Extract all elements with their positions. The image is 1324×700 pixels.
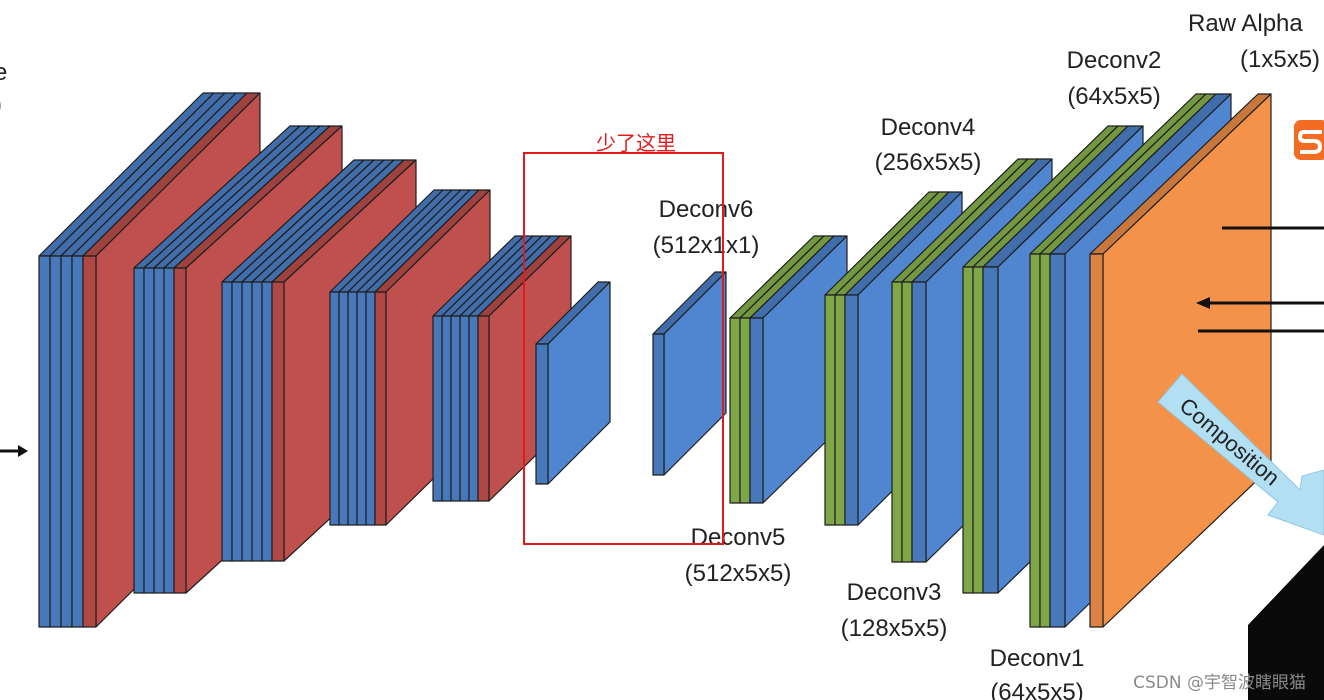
- output-block: [1248, 545, 1324, 700]
- deconv5-label: Deconv5: [691, 524, 786, 551]
- annotation-box: [523, 152, 724, 545]
- left-edge-label-line2: ): [0, 91, 2, 118]
- deconv2-label: Deconv2: [1067, 47, 1162, 74]
- left-edge-label-line1: e: [0, 59, 7, 86]
- deconv6-layer-conv-slab-1: [652, 271, 727, 476]
- deconv5-dims: (512x5x5): [685, 560, 792, 587]
- deconv1-dims: (64x5x5): [990, 679, 1083, 700]
- watermark: CSDN @宇智波瞎眼猫: [1133, 673, 1306, 693]
- raw-alpha-label: Raw Alpha: [1188, 10, 1303, 37]
- deconv4-label: Deconv4: [881, 114, 976, 141]
- deconv6-label: Deconv6: [659, 196, 754, 223]
- deconv3-label: Deconv3: [847, 579, 942, 606]
- deconv4-dims: (256x5x5): [875, 149, 982, 176]
- network-layers: [38, 92, 1272, 628]
- deconv6-dims: (512x1x1): [653, 232, 760, 259]
- annotation-note: 少了这里: [596, 131, 676, 155]
- deconv2-dims: (64x5x5): [1067, 83, 1160, 110]
- input-arrow: [0, 445, 28, 457]
- deconv3-dims: (128x5x5): [841, 615, 948, 642]
- right-arrows: [1196, 226, 1324, 333]
- missing-fc-layer-conv-slab-1: [535, 281, 611, 485]
- logo-fragment-icon: [1294, 120, 1324, 160]
- deconv1-label: Deconv1: [990, 645, 1085, 672]
- raw-alpha-dims: (1x5x5): [1240, 46, 1320, 73]
